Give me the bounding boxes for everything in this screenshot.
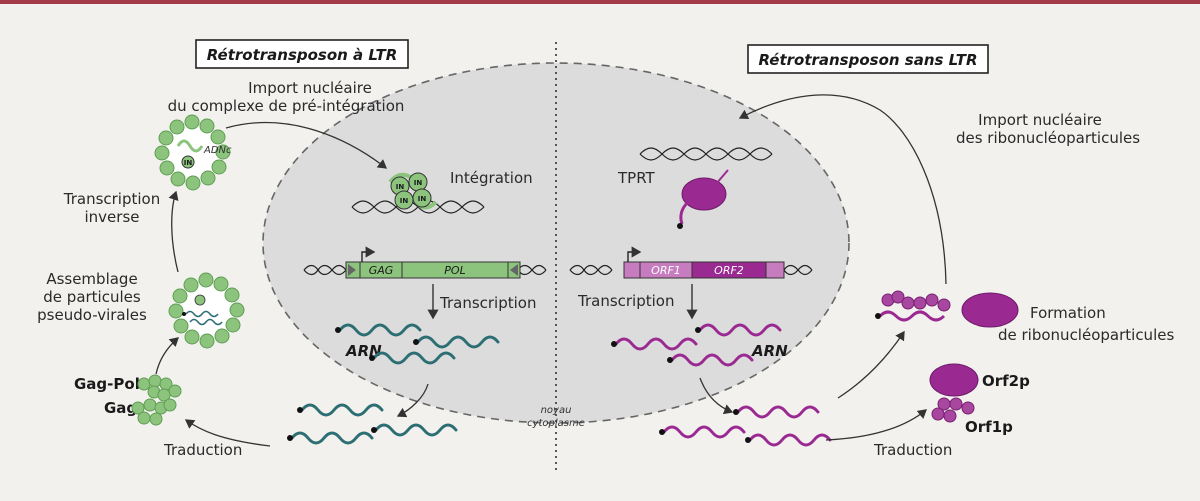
assembly-line1: Assemblage — [46, 270, 137, 288]
left-translation-label: Traduction — [163, 441, 242, 459]
right-title-box — [747, 44, 989, 74]
left-transcription-label: Transcription — [439, 294, 536, 312]
formation-line2: de ribonucléoparticules — [998, 326, 1174, 344]
in-label-small: IN — [184, 159, 193, 167]
adnc-label: ADNc — [203, 145, 232, 156]
gagpol-label: Gag-Pol — [74, 375, 140, 393]
left-import-line1: Import nucléaire — [248, 79, 372, 97]
gene-orf1-label: ORF1 — [651, 264, 681, 277]
integration-label: Intégration — [450, 169, 533, 187]
right-import-line1: Import nucléaire — [978, 111, 1102, 129]
gag-proteins — [131, 398, 177, 426]
formation-line1: Formation — [1030, 304, 1106, 322]
right-cytoplasmic-rna — [659, 405, 832, 447]
integration-site: IN IN IN IN — [351, 172, 485, 214]
nucleus — [262, 62, 850, 424]
assembly-line2: de particules — [43, 288, 141, 306]
gag-pol-proteins — [137, 374, 182, 402]
gene-orf2-label: ORF2 — [714, 264, 744, 277]
noyau-label: noyau — [541, 405, 572, 416]
right-transcription-label: Transcription — [577, 292, 674, 310]
in-label-2: IN — [414, 179, 423, 187]
left-nuclear-rna — [335, 323, 500, 365]
ribonucleoparticle — [875, 290, 1019, 328]
tprt-label: TPRT — [617, 169, 656, 187]
flow-arrows — [155, 94, 947, 447]
gene-gag-label: GAG — [369, 264, 394, 277]
in-label-1: IN — [396, 183, 405, 191]
pseudoviral-particle — [168, 272, 245, 349]
cytoplasme-label: cytoplasme — [527, 418, 585, 429]
orf2p-label: Orf2p — [982, 372, 1030, 390]
gene-pol-label: POL — [444, 264, 465, 277]
reverse-transcription-line2: inverse — [85, 208, 140, 226]
top-accent-bar — [0, 0, 1200, 4]
right-title: Rétrotransposon sans LTR — [758, 51, 977, 69]
right-import-line2: des ribonucléoparticules — [956, 129, 1140, 147]
orf2p-protein — [929, 363, 979, 397]
reverse-transcription-line1: Transcription — [63, 190, 160, 208]
gag-label: Gag — [104, 399, 137, 417]
left-title: Rétrotransposon à LTR — [207, 46, 398, 64]
right-arn-label: ARN — [751, 342, 788, 360]
tprt-site — [639, 147, 773, 229]
preintegration-complex: ADNc IN — [154, 114, 232, 191]
orf1p-proteins — [931, 397, 975, 423]
non-ltr-gene-construct: ORF1 ORF2 — [569, 246, 813, 279]
left-title-box — [195, 39, 409, 69]
orf1p-label: Orf1p — [965, 418, 1013, 436]
ltr-gene-construct: GAG POL — [303, 246, 547, 279]
assembly-line3: pseudo-virales — [37, 306, 147, 324]
left-cytoplasmic-rna — [287, 403, 458, 445]
left-import-line2: du complexe de pré-intégration — [168, 97, 405, 115]
right-nuclear-rna — [611, 323, 782, 367]
in-label-4: IN — [418, 195, 427, 203]
right-translation-label: Traduction — [873, 441, 952, 459]
in-label-3: IN — [400, 197, 409, 205]
